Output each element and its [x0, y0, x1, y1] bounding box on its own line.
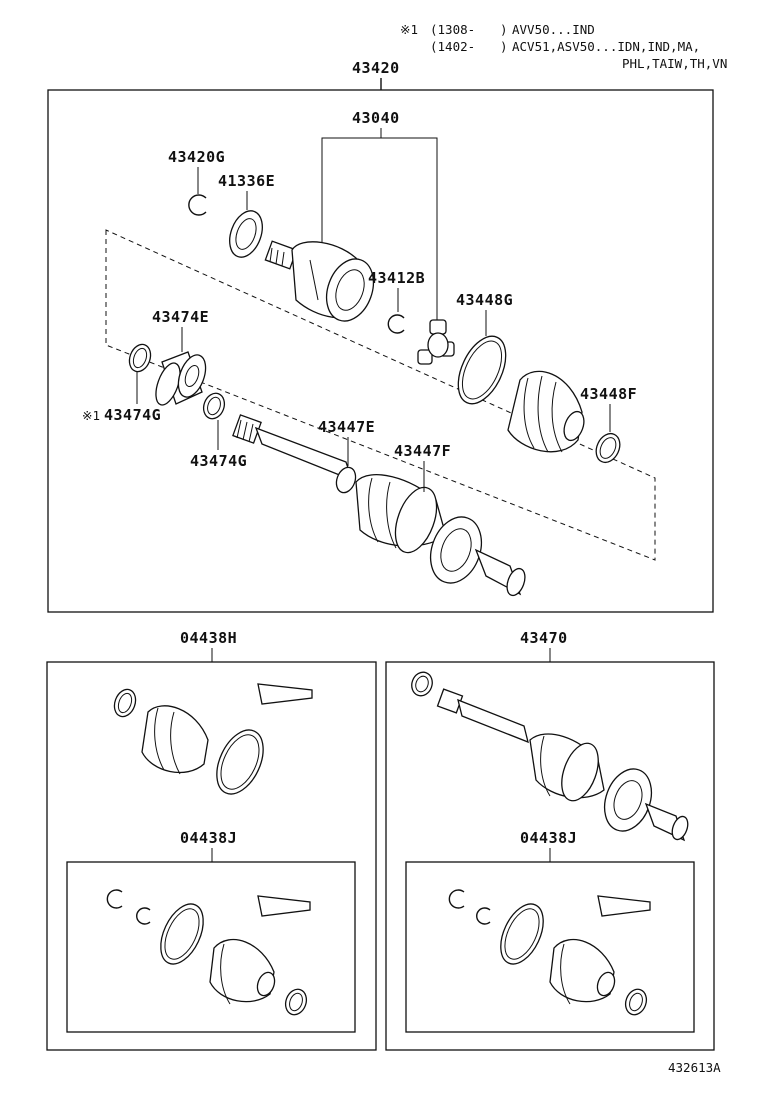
- label-43447E[interactable]: 43447E: [318, 418, 375, 436]
- label-43470[interactable]: 43470: [520, 629, 568, 647]
- inboard-boot: [507, 370, 585, 453]
- box-43420: [47, 89, 714, 613]
- bracket-43040: [321, 137, 438, 322]
- label-43474E[interactable]: 43474E: [152, 308, 209, 326]
- dashed-outline: [105, 229, 656, 561]
- label-43412B[interactable]: 43412B: [368, 269, 425, 287]
- note-models-2: ACV51,ASV50...IDN,IND,MA,: [512, 39, 700, 54]
- clamp-43448F: [595, 432, 621, 464]
- note-date-2: (1402-: [430, 39, 475, 54]
- label-04438J-left[interactable]: 04438J: [180, 829, 237, 847]
- note-mark: ※1: [400, 22, 418, 37]
- label-04438J-right[interactable]: 04438J: [520, 829, 577, 847]
- label-43448F[interactable]: 43448F: [580, 385, 637, 403]
- seal-ring-41336E: [229, 210, 263, 258]
- label-43474G-bottom[interactable]: 43474G: [190, 452, 247, 470]
- box-04438J-left: [66, 861, 356, 1033]
- note-models-3: PHL,TAIW,TH,VN: [622, 56, 727, 71]
- label-43420[interactable]: 43420: [352, 59, 400, 77]
- label-43040[interactable]: 43040: [352, 109, 400, 127]
- note-close-2: ): [500, 39, 508, 54]
- snap-ring-43412B: [387, 314, 405, 334]
- clamp-43448G: [457, 335, 507, 405]
- kit-04438J-left-parts: [106, 889, 311, 1016]
- label-04438H[interactable]: 04438H: [180, 629, 237, 647]
- damper-43474E: [155, 351, 207, 406]
- label-43420G[interactable]: 43420G: [168, 148, 225, 166]
- clamp-43474G-top: [128, 343, 152, 373]
- label-43447F[interactable]: 43447F: [394, 442, 451, 460]
- note-close-1: ): [500, 22, 508, 37]
- shaft-assembly-43470: [411, 671, 689, 842]
- label-41336E[interactable]: 41336E: [218, 172, 275, 190]
- label-43474G-top[interactable]: 43474G: [104, 406, 161, 424]
- box-04438H: [46, 661, 377, 1051]
- box-43470: [385, 661, 715, 1051]
- label-43448G[interactable]: 43448G: [456, 291, 513, 309]
- note-date-1: (1308-: [430, 22, 475, 37]
- box-04438J-right: [405, 861, 695, 1033]
- snap-ring-43420G: [188, 194, 207, 216]
- note-models-1: AVV50...IND: [512, 22, 595, 37]
- kit-04438J-right-parts: [448, 889, 651, 1016]
- inboard-joint-housing: [264, 240, 375, 322]
- drive-shaft-outboard-joint: [232, 414, 526, 597]
- diagram-id: 432613A: [668, 1060, 721, 1075]
- kit-04438H-parts: [113, 683, 313, 795]
- label-43474G-mark: ※1: [82, 408, 100, 423]
- model-notes: ※1 (1308- ) AVV50...IND (1402- ) ACV51,A…: [400, 22, 727, 71]
- tripod-joint: [417, 319, 455, 365]
- clamp-43474G-bottom: [202, 392, 226, 420]
